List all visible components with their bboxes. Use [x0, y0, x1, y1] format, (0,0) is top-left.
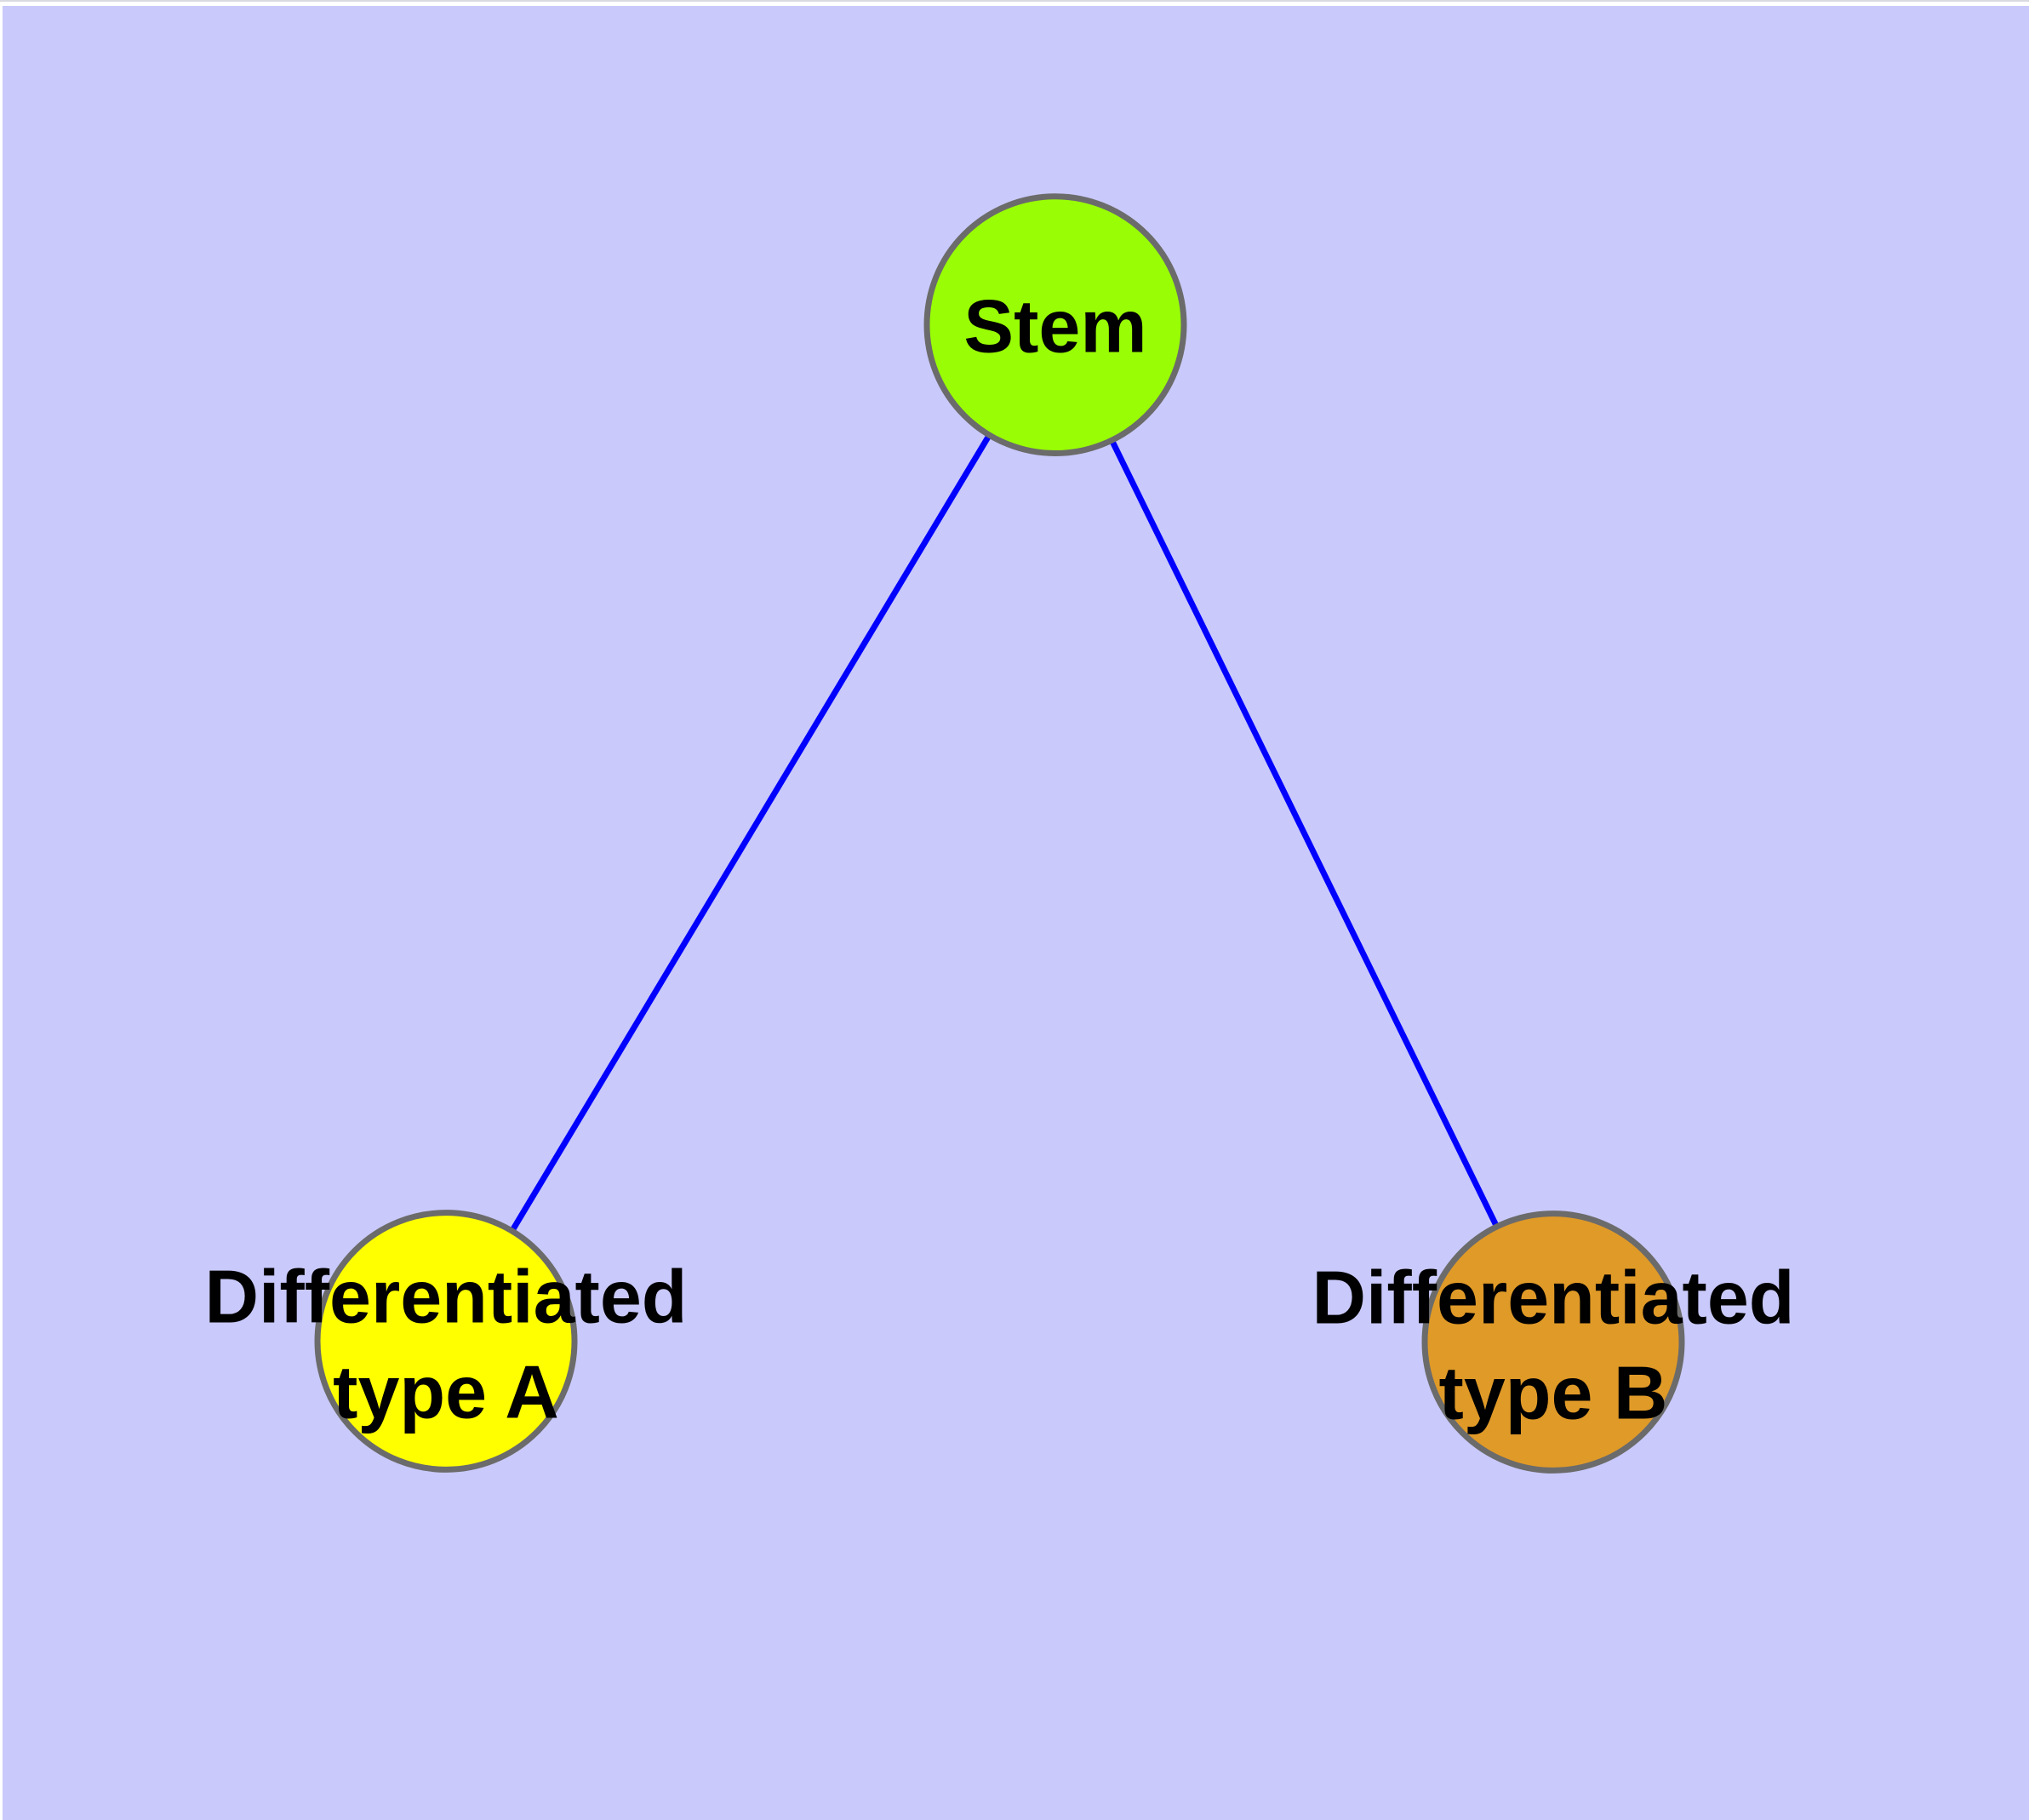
node-label-differentiated-type-b: Differentiated type B: [1312, 1256, 1794, 1435]
edges-layer: [443, 323, 1557, 1344]
node-differentiated-type-a: [314, 1210, 578, 1473]
node-label-stem: Stem: [963, 284, 1146, 369]
node-stem: [923, 193, 1187, 457]
edge-stem-to-differentiated-type-b: [1052, 323, 1557, 1344]
node-label-line: type A: [333, 1349, 559, 1434]
node-label-differentiated-type-a: Differentiated type A: [204, 1255, 687, 1434]
edge-stem-to-differentiated-type-a: [443, 323, 1059, 1343]
nodes-layer: [314, 193, 1685, 1474]
node-label-line: Stem: [963, 284, 1146, 369]
node-label-line: Differentiated: [204, 1255, 687, 1339]
node-label-line: type B: [1439, 1350, 1668, 1434]
node-label-line: Differentiated: [1312, 1256, 1794, 1340]
node-differentiated-type-b: [1421, 1210, 1685, 1474]
